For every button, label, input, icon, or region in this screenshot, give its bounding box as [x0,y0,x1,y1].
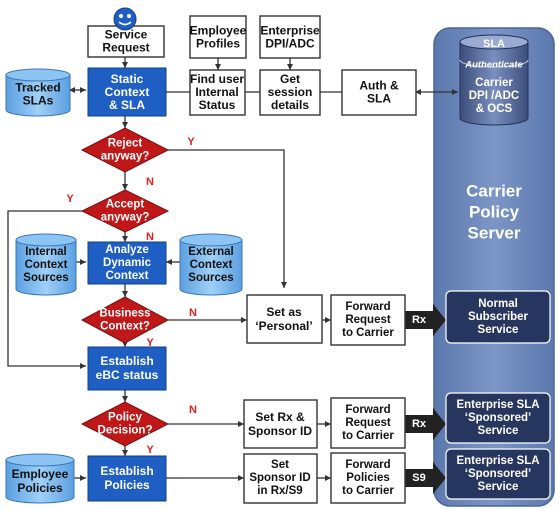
accept-no-label: N [146,231,154,243]
carrier-authenticate-label: Authenticate [464,60,523,71]
internal-context-cylinder [15,233,77,296]
forward-request-box-2 [330,397,406,449]
policy-no-label: N [189,404,197,416]
set-rx-label: Set Rx &Sponsor ID [248,410,312,438]
user-smiley-icon [113,7,137,31]
set-personal-label: Set as‘Personal’ [255,305,312,333]
employee-policies-cylinder [5,453,75,504]
conn-accept-yes [7,210,86,369]
set-personal-box [246,294,323,344]
auth-sla-label: Auth &SLA [359,79,399,106]
analyze-context-box [87,241,167,285]
reject-no-label: N [146,176,154,188]
conn-reject-yes [168,149,287,288]
carrier-dpi-cylinder [459,34,529,126]
s9-label: S9 [412,472,425,484]
business-no-label: N [189,307,197,319]
get-session-box [259,69,321,116]
connectors [7,55,458,481]
sponsored-service-label-1: Enterprise SLA‘Sponsored’Service [456,399,539,437]
policy-diamond [80,401,170,447]
protocol-arrows [405,304,446,494]
employee-profiles-box [189,15,247,59]
carrier-policy-server-panel [433,27,555,507]
find-user-box [189,69,246,116]
rx-arrow-1 [405,304,446,336]
sponsored-service-box-1 [445,392,551,444]
rx-arrow-2 [405,408,446,440]
tracked-slas-cylinder [5,68,71,117]
establish-ebc-box [87,346,167,391]
s9-arrow [405,462,446,494]
forward-policies-box [330,452,406,504]
set-s9-box [243,453,318,504]
rx-label-1: Rx [412,314,427,326]
sponsored-service-label-2: Enterprise SLA‘Sponsored’Service [456,455,539,493]
reject-yes-label: Y [187,136,195,148]
business-diamond [80,296,170,344]
normal-service-box [445,290,551,344]
carrier-sla-label: SLA [483,38,505,50]
reject-diamond [80,127,170,173]
set-rx-box [243,399,318,449]
enterprise-dpi-box [259,15,321,59]
accept-yes-label: Y [66,193,74,205]
forward-request-box-1 [330,294,406,346]
static-context-box [87,67,167,117]
auth-sla-box [341,69,417,116]
policy-yes-label: Y [146,444,154,456]
establish-policies-box [87,455,167,502]
external-context-cylinder [179,233,243,296]
sponsored-service-box-2 [445,448,551,500]
accept-diamond [80,189,170,233]
business-yes-label: Y [146,337,154,349]
rx-label-2: Rx [412,418,427,430]
